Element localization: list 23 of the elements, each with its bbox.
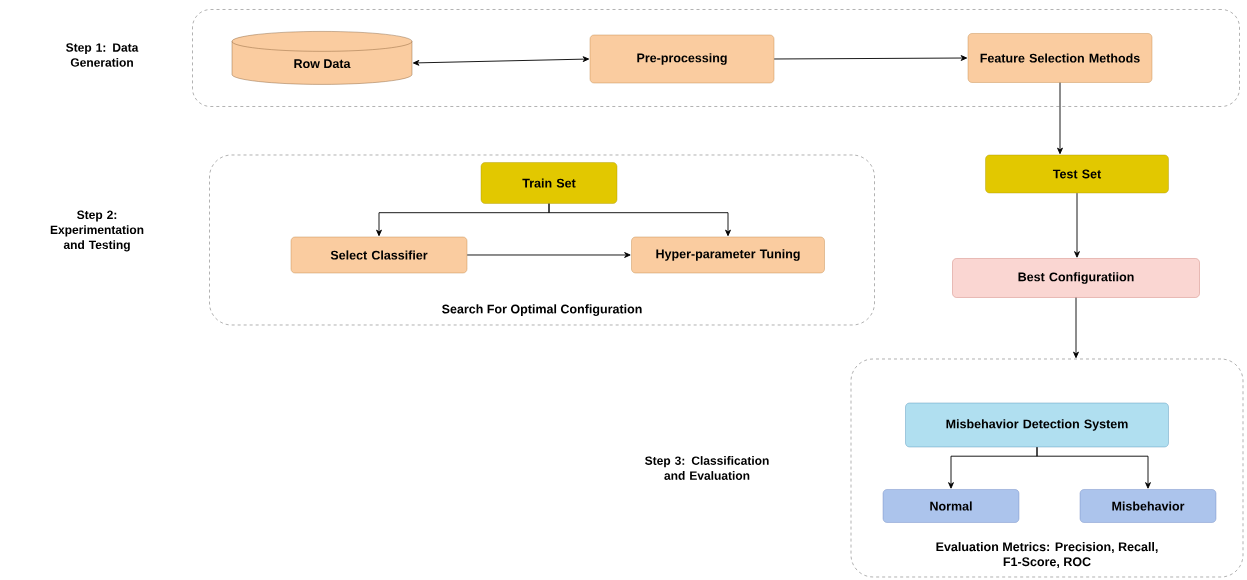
arrow [548, 203, 731, 237]
process-box: Select Classifier [290, 236, 468, 274]
step-label: Step 2: Experimentation and Testing [50, 210, 144, 252]
arrow [1036, 446, 1151, 489]
step-label: Step 1: Data Generation [66, 43, 139, 67]
arrow [1073, 297, 1079, 359]
process-box: Feature Selection Methods [967, 33, 1153, 83]
data-set-box: Train Set [480, 162, 618, 204]
class-box: Normal [882, 489, 1020, 523]
database-cylinder: Row Data [231, 31, 413, 85]
dashed-group-box [192, 9, 1240, 107]
arrow [773, 55, 968, 61]
arrow [1057, 82, 1063, 155]
process-box: Pre-processing [589, 34, 775, 84]
arrow [412, 56, 590, 66]
arrow [466, 252, 631, 258]
class-box: Misbehavior [1079, 489, 1217, 523]
arrow [1074, 192, 1080, 258]
system-box: Misbehavior Detection System [905, 402, 1169, 448]
data-set-box: Test Set [985, 154, 1169, 194]
result-box: Best Configuratiion [952, 258, 1200, 298]
step-label: Step 3: Classification and Evaluation [645, 456, 769, 480]
process-box: Hyper-parameter Tuning [631, 236, 825, 274]
